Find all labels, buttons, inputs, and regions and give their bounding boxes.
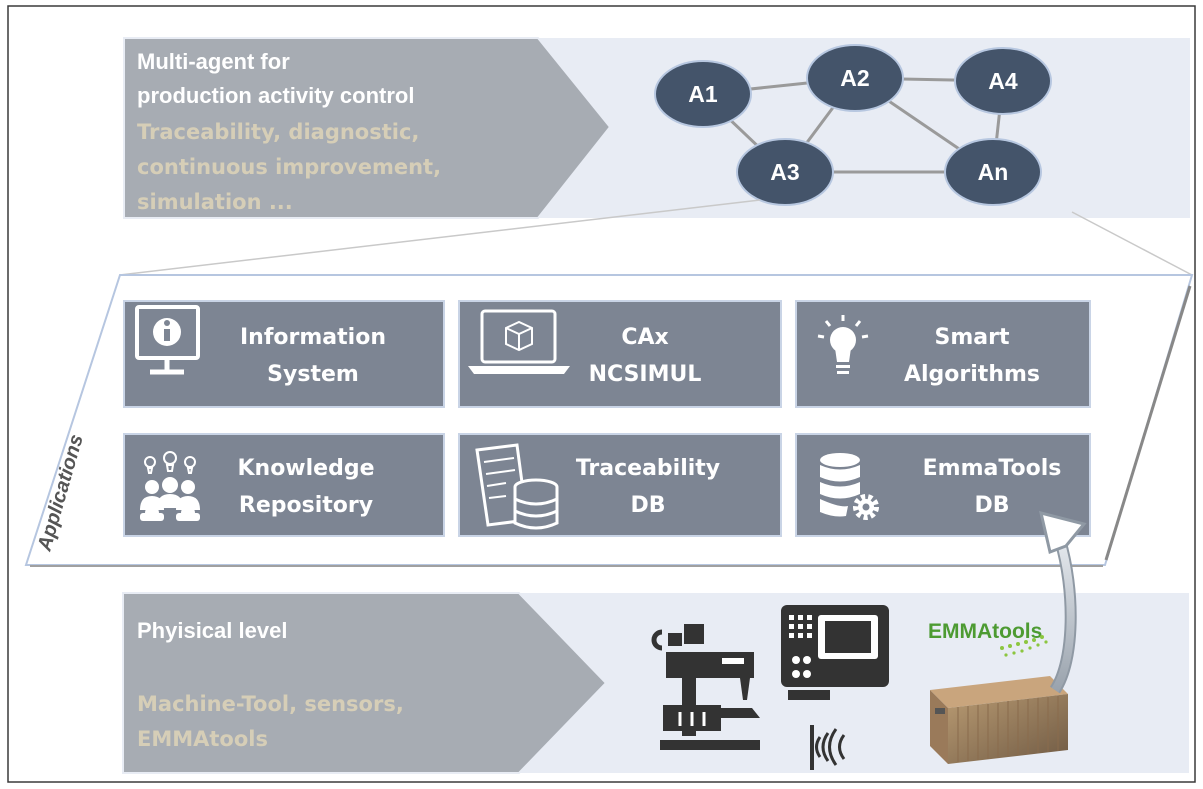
physical-subtitle-line-2: EMMAtools	[137, 727, 268, 751]
machine-tool-icon	[651, 624, 760, 750]
module-box	[458, 433, 782, 537]
laptop-cad-icon	[468, 309, 570, 374]
agent-node	[954, 47, 1052, 115]
physical-title: Phyisical level	[137, 618, 287, 643]
physical-level-panel: Phyisical level Machine-Tool, sensors, E…	[122, 510, 1189, 774]
module-line-1: Traceability	[576, 456, 720, 481]
info-monitor-icon	[135, 305, 200, 375]
document-database-icon	[475, 443, 559, 530]
top-title-line-1: Multi-agent for	[137, 49, 290, 74]
upload-arrow	[1038, 510, 1087, 694]
applications-panel: Applications Information System	[24, 274, 1194, 567]
module-traceability-db: Traceability DB	[458, 433, 782, 537]
module-line-1: Smart	[935, 325, 1010, 350]
module-line-2: NCSIMUL	[589, 362, 702, 387]
top-subtitle-line-2: continuous improvement,	[137, 155, 441, 179]
projection-line-left	[119, 199, 761, 276]
cnc-controller-icon	[781, 605, 889, 700]
module-knowledge-repository: Knowledge Repository	[123, 433, 445, 537]
agent-node	[806, 44, 904, 112]
agent-node	[654, 60, 752, 128]
top-title-line-2: production activity control	[137, 83, 414, 108]
module-line-1: EmmaTools	[923, 456, 1062, 481]
agent-label: A3	[770, 159, 799, 185]
agent-a2: A2	[806, 44, 904, 112]
database-gear-icon	[820, 453, 879, 520]
top-subtitle-line-3: simulation ...	[137, 190, 293, 214]
agent-a3: A3	[736, 138, 834, 206]
module-information-system: Information System	[123, 300, 445, 408]
physical-chevron-arrow	[122, 592, 608, 774]
module-line-2: DB	[630, 493, 665, 518]
module-line-2: DB	[974, 493, 1009, 518]
module-line-2: Algorithms	[904, 362, 1040, 387]
emmatools-logo-text: EMMAtools	[928, 620, 1042, 643]
agent-a1: A1	[654, 60, 752, 128]
module-emmatools-db: EmmaTools DB	[795, 433, 1091, 537]
module-line-2: System	[267, 362, 359, 387]
sensor-icon	[810, 725, 846, 770]
module-line-1: Knowledge	[237, 456, 374, 481]
projection-line-right	[1071, 211, 1193, 276]
top-subtitle-line-1: Traceability, diagnostic,	[137, 120, 419, 144]
multi-agent-panel: Multi-agent for production activity cont…	[123, 37, 1190, 219]
agent-node	[944, 138, 1042, 206]
top-chevron-arrow	[123, 37, 612, 219]
agent-label: A4	[988, 68, 1018, 94]
agent-label: An	[978, 159, 1009, 185]
agent-node	[736, 138, 834, 206]
people-ideas-icon	[140, 451, 200, 521]
agent-an: An	[944, 138, 1042, 206]
module-line-1: CAx	[621, 325, 668, 350]
emmatools-device-image	[930, 676, 1068, 764]
logo-dots	[1000, 635, 1048, 657]
agent-label: A2	[840, 65, 869, 91]
lightbulb-icon	[817, 315, 869, 374]
module-cax-ncsimul: CAx NCSIMUL	[458, 300, 782, 408]
applications-shadow-edge	[1104, 285, 1192, 561]
emmatools-logo: EMMAtools	[928, 620, 1048, 657]
module-box	[123, 300, 445, 408]
module-box	[458, 300, 782, 408]
agent-a4: A4	[954, 47, 1052, 115]
module-line-2: Repository	[239, 493, 373, 518]
module-line-1: Information	[240, 325, 386, 350]
agent-label: A1	[688, 81, 718, 107]
physical-subtitle-line-1: Machine-Tool, sensors,	[137, 692, 404, 716]
module-smart-algorithms: Smart Algorithms	[795, 300, 1091, 408]
